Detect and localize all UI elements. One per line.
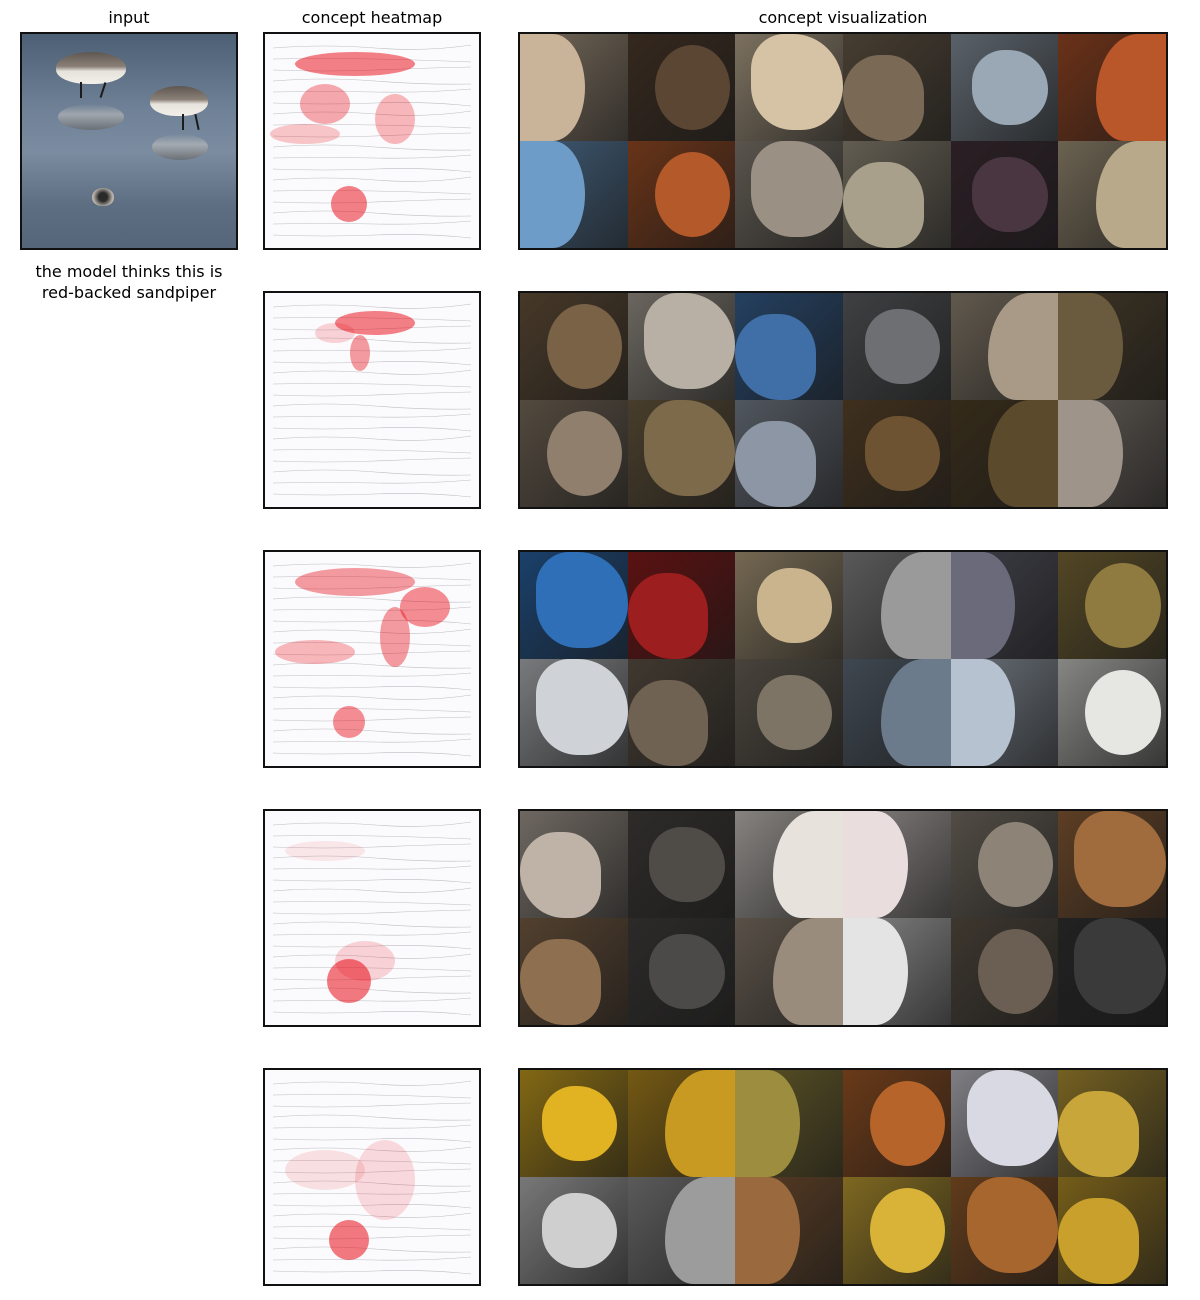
concept-3-patch [627, 659, 736, 766]
concept-1-patch [842, 34, 951, 141]
reflection-right [152, 134, 208, 160]
concept-5-patch [1058, 1177, 1166, 1284]
concept-4-patch [627, 918, 736, 1025]
concept-2-patch [842, 293, 951, 400]
concept-4-patch [842, 811, 951, 918]
concept-2-patch [1058, 293, 1166, 400]
concept-1-patch [1058, 34, 1166, 141]
concept-4-patch [735, 918, 843, 1025]
concept-1-patch [950, 34, 1059, 141]
prediction-caption: the model thinks this is red-backed sand… [20, 261, 238, 303]
concept-heatmap-2 [263, 291, 481, 509]
concept-3-patch [1058, 659, 1166, 766]
concept-5-patch [627, 1070, 736, 1177]
concept-1-patch [735, 34, 843, 141]
concept-4-patch [950, 918, 1059, 1025]
concept-1-patch [950, 141, 1059, 248]
concept-2-patch [627, 293, 736, 400]
reflection-left [58, 104, 124, 130]
concept-2-patch [842, 400, 951, 507]
caption-line-2: red-backed sandpiper [41, 283, 217, 302]
concept-visualization-3 [518, 550, 1168, 768]
concept-3-patch [842, 659, 951, 766]
concept-5-patch [520, 1070, 628, 1177]
concept-3-patch [1058, 552, 1166, 659]
pebble [92, 188, 114, 206]
concept-1-patch [520, 34, 628, 141]
concept-5-patch [520, 1177, 628, 1284]
concept-2-patch [520, 293, 628, 400]
concept-3-patch [842, 552, 951, 659]
concept-4-patch [627, 811, 736, 918]
concept-1-patch [627, 141, 736, 248]
concept-5-patch [842, 1177, 951, 1284]
concept-5-patch [735, 1070, 843, 1177]
concept-4-patch [1058, 918, 1166, 1025]
concept-4-patch [950, 811, 1059, 918]
concept-visualization-4 [518, 809, 1168, 1027]
concept-5-patch [950, 1177, 1059, 1284]
concept-heatmap-1 [263, 32, 481, 250]
concept-3-patch [950, 552, 1059, 659]
concept-2-patch [627, 400, 736, 507]
concept-3-patch [520, 552, 628, 659]
concept-2-patch [520, 400, 628, 507]
concept-5-patch [627, 1177, 736, 1284]
concept-1-patch [735, 141, 843, 248]
concept-visualization-1 [518, 32, 1168, 250]
concept-heatmap-4 [263, 809, 481, 1027]
concept-5-patch [1058, 1070, 1166, 1177]
concept-4-patch [842, 918, 951, 1025]
concept-2-patch [1058, 400, 1166, 507]
concept-1-patch [1058, 141, 1166, 248]
concept-heatmap-5 [263, 1068, 481, 1286]
concept-5-patch [735, 1177, 843, 1284]
concept-3-patch [520, 659, 628, 766]
concept-visualization-5 [518, 1068, 1168, 1286]
concept-visualization-2 [518, 291, 1168, 509]
sandpiper-right [150, 86, 208, 116]
concept-1-patch [627, 34, 736, 141]
concept-5-patch [950, 1070, 1059, 1177]
concept-heatmap-3 [263, 550, 481, 768]
visualization-column-title: concept visualization [758, 8, 928, 27]
concept-3-patch [735, 659, 843, 766]
input-column-title: input [108, 8, 150, 27]
caption-line-1: the model thinks this is [35, 262, 223, 281]
concept-3-patch [735, 552, 843, 659]
concept-2-patch [950, 293, 1059, 400]
concept-3-patch [950, 659, 1059, 766]
concept-1-patch [842, 141, 951, 248]
concept-1-patch [520, 141, 628, 248]
concept-2-patch [735, 293, 843, 400]
heatmap-column-title: concept heatmap [301, 8, 443, 27]
sandpiper-left [56, 52, 126, 84]
concept-2-patch [950, 400, 1059, 507]
input-image [20, 32, 238, 250]
concept-4-patch [1058, 811, 1166, 918]
concept-3-patch [627, 552, 736, 659]
concept-2-patch [735, 400, 843, 507]
concept-5-patch [842, 1070, 951, 1177]
concept-4-patch [520, 811, 628, 918]
concept-4-patch [735, 811, 843, 918]
concept-4-patch [520, 918, 628, 1025]
